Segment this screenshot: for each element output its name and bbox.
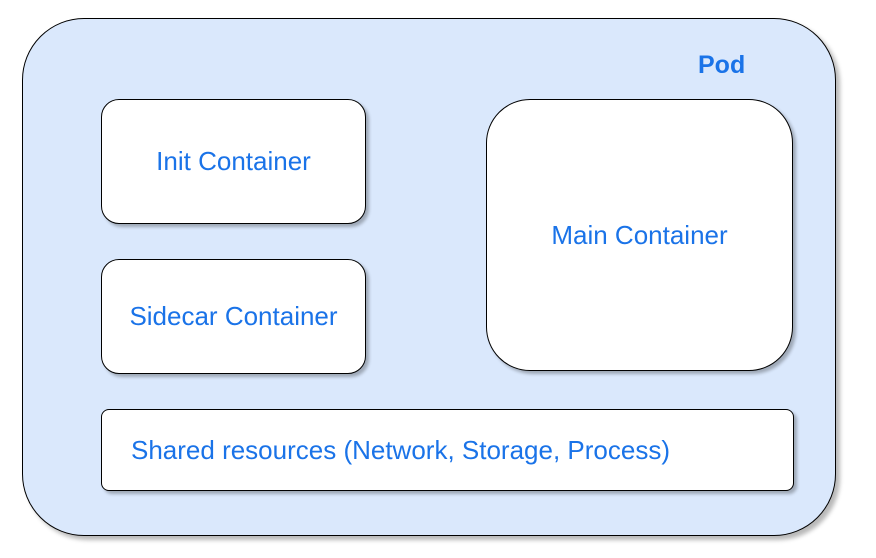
main-container-box: Main Container — [486, 99, 793, 371]
sidecar-container-box: Sidecar Container — [101, 259, 366, 374]
shared-resources-box: Shared resources (Network, Storage, Proc… — [101, 409, 794, 491]
sidecar-container-label: Sidecar Container — [129, 301, 338, 331]
shared-resources-label: Shared resources (Network, Storage, Proc… — [131, 434, 670, 465]
pod-label: Pod — [698, 51, 746, 79]
main-container-label: Main Container — [551, 219, 728, 250]
init-container-box: Init Container — [101, 99, 366, 224]
init-container-label: Init Container — [156, 146, 311, 176]
